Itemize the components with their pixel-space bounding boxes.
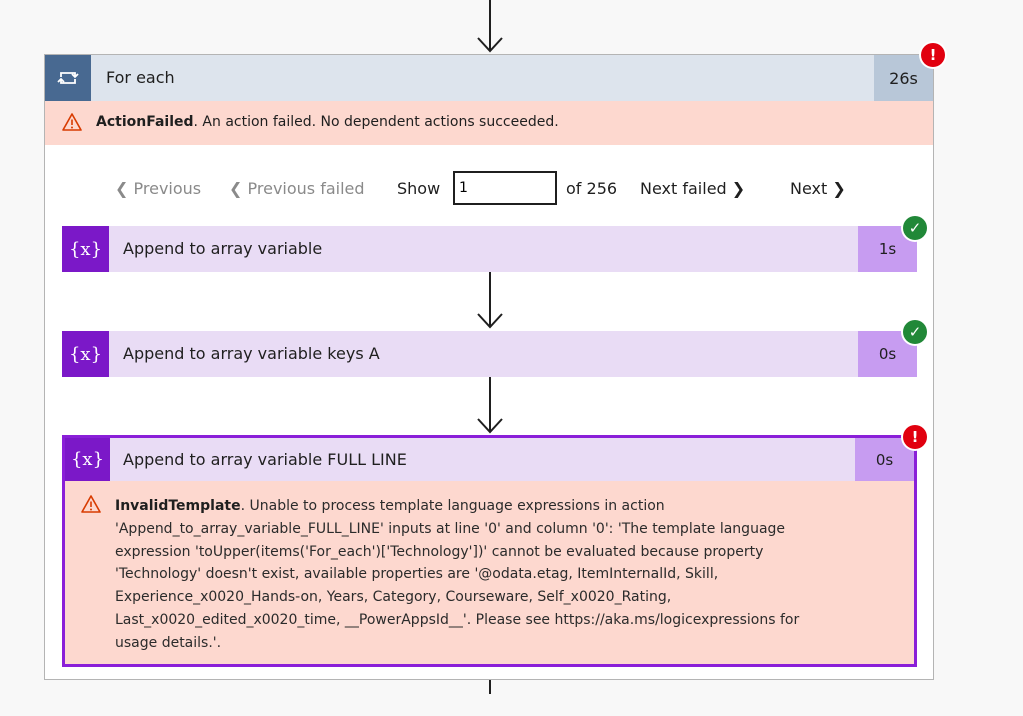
previous-failed-label: Previous failed [247, 179, 365, 198]
action-duration: 1s [858, 226, 917, 272]
foreach-title: For each [106, 68, 175, 87]
action-title: Append to array variable [123, 239, 323, 258]
chevron-right-icon: ❯ [731, 179, 746, 198]
foreach-header[interactable]: For each 26s [45, 55, 933, 101]
action-card[interactable]: {x} Append to array variable 1s [62, 226, 917, 272]
error-code: ActionFailed [96, 114, 194, 130]
action-card[interactable]: {x} Append to array variable keys A 0s [62, 331, 917, 377]
error-line: Last_x0020_edited_x0020_time, __PowerApp… [115, 611, 800, 628]
iteration-total: of 256 [566, 179, 618, 198]
action-card-selected[interactable]: {x} Append to array variable FULL LINE 0… [62, 435, 917, 667]
previous-failed-button[interactable]: ❮ Previous failed [229, 179, 365, 198]
action-error-panel: InvalidTemplate. Unable to process templ… [65, 481, 914, 664]
loop-icon [45, 55, 91, 101]
previous-label: Previous [133, 179, 202, 198]
iteration-input[interactable] [453, 171, 557, 205]
next-label: Next [790, 179, 828, 198]
chevron-left-icon: ❮ [229, 179, 243, 198]
iteration-pager: ❮ Previous ❮ Previous failed Show of 256… [45, 169, 933, 209]
error-line: usage details.'. [115, 634, 222, 651]
previous-button[interactable]: ❮ Previous [115, 179, 201, 198]
warning-icon [62, 113, 82, 131]
action-duration: 0s [855, 438, 914, 481]
action-header[interactable]: {x} Append to array variable FULL LINE 0… [65, 438, 914, 481]
next-button[interactable]: Next ❯ [790, 179, 846, 198]
error-status-icon: ! [921, 43, 945, 67]
connector-arrow [476, 272, 504, 330]
variable-icon: {x} [62, 226, 109, 272]
error-line: expression 'toUpper(items('For_each')['T… [115, 543, 764, 560]
warning-icon [81, 495, 101, 513]
next-failed-label: Next failed [640, 179, 727, 198]
connector-line [488, 680, 492, 694]
success-status-icon: ✓ [903, 320, 927, 344]
show-label: Show [397, 179, 441, 198]
action-title: Append to array variable FULL LINE [123, 450, 407, 469]
error-line: Experience_x0020_Hands-on, Years, Catego… [115, 589, 672, 606]
error-text: . An action failed. No dependent actions… [193, 114, 559, 130]
error-line: 'Technology' doesn't exist, available pr… [115, 566, 719, 583]
success-status-icon: ✓ [903, 216, 927, 240]
chevron-left-icon: ❮ [115, 179, 129, 198]
next-failed-button[interactable]: Next failed ❯ [640, 179, 745, 198]
error-code: InvalidTemplate [115, 498, 241, 514]
error-line: 'Append_to_array_variable_FULL_LINE' inp… [115, 520, 786, 537]
foreach-error-message: ActionFailed. An action failed. No depen… [96, 114, 559, 130]
foreach-error-banner: ActionFailed. An action failed. No depen… [45, 101, 933, 145]
chevron-right-icon: ❯ [832, 179, 846, 198]
action-error-message: InvalidTemplate. Unable to process templ… [115, 495, 875, 655]
variable-icon: {x} [65, 438, 110, 481]
foreach-duration: 26s [874, 55, 933, 101]
variable-icon: {x} [62, 331, 109, 377]
action-title: Append to array variable keys A [123, 344, 380, 363]
error-status-icon: ! [903, 425, 927, 449]
error-text: . Unable to process template language ex… [240, 498, 665, 514]
connector-arrow [476, 0, 504, 54]
connector-arrow [476, 377, 504, 435]
error-line: InvalidTemplate. Unable to process templ… [115, 495, 875, 518]
